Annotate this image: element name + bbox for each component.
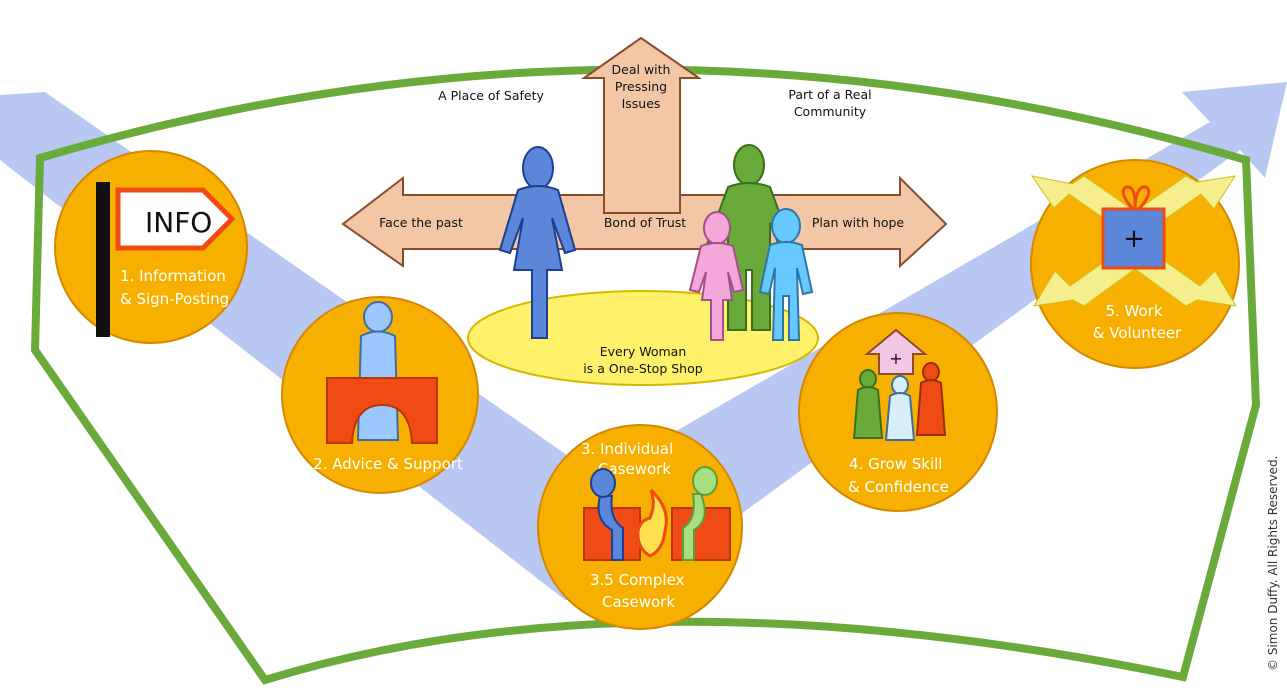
gift-box-icon <box>1101 207 1166 270</box>
ellipse-line-1: Every Woman <box>600 344 687 359</box>
stage-5-line-1: 5. Work <box>1105 302 1162 320</box>
stage-1-line-1: 1. Information <box>120 267 226 285</box>
signpost-pole <box>96 182 110 337</box>
plus-symbol-icon: + <box>889 349 902 368</box>
light-blue-boy-figure <box>758 208 814 341</box>
gift-bow-icon <box>1121 185 1151 210</box>
stage-3-line-4: Casework <box>602 593 675 611</box>
stage-5-line-2: & Volunteer <box>1093 324 1182 342</box>
advisor-head-icon <box>363 301 393 333</box>
stage-1-information: INFO 1. Information & Sign-Posting <box>54 150 248 344</box>
stage-5-work: + 5. Work & Volunteer <box>1030 159 1240 369</box>
label-plan-hope: Plan with hope <box>812 215 905 230</box>
stage-3-line-1: 3. Individual <box>581 440 673 458</box>
stage-2-advice: 2. Advice & Support <box>281 296 479 494</box>
stage-3-casework: 3. Individual Casework 3.5 Complex Casew… <box>537 424 743 630</box>
frame-border <box>30 65 1261 685</box>
info-sign-text: INFO <box>145 206 212 239</box>
label-face-past: Face the past <box>379 215 463 230</box>
right-person-head-icon <box>692 466 718 496</box>
ellipse-line-2: is a One-Stop Shop <box>583 361 702 376</box>
stage-3-line-3: 3.5 Complex <box>590 571 685 589</box>
fire-icon <box>636 488 668 558</box>
growth-up-arrow-icon <box>864 328 928 375</box>
right-chair-icon <box>671 507 731 561</box>
left-person-icon <box>597 495 624 561</box>
copyright-text: © Simon Duffy. All Rights Reserved. <box>1266 456 1280 671</box>
label-deal-1: Deal with <box>612 62 671 77</box>
stage-4-grow-skill: + 4. Grow Skill & Confidence <box>798 312 998 512</box>
left-person-head-icon <box>590 468 616 498</box>
three-people-icon <box>852 362 947 441</box>
up-arrow <box>580 36 703 214</box>
stage-4-line-1: 4. Grow Skill <box>849 455 942 473</box>
right-person-icon <box>682 493 706 561</box>
blue-woman-figure <box>498 146 577 339</box>
stage-2-line-1: 2. Advice & Support <box>313 455 463 473</box>
stage-4-line-2: & Confidence <box>848 478 949 496</box>
label-real-2: Community <box>794 104 867 119</box>
desk-icon <box>326 377 438 444</box>
gift-plus-icon: + <box>1123 224 1145 254</box>
stage-3-line-2: Casework <box>598 460 671 478</box>
label-bond-trust: Bond of Trust <box>604 215 686 230</box>
info-sign-icon <box>115 187 236 251</box>
label-real-1: Part of a Real <box>788 87 871 102</box>
label-deal-3: Issues <box>622 96 661 111</box>
pink-girl-figure <box>688 211 745 341</box>
label-deal-2: Pressing <box>615 79 667 94</box>
label-place-of-safety: A Place of Safety <box>438 88 544 103</box>
stage-1-line-2: & Sign-Posting <box>120 290 229 308</box>
